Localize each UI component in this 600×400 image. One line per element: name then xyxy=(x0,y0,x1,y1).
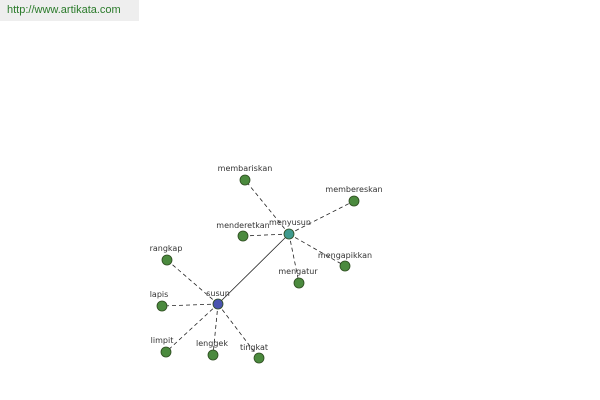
node-lenggek[interactable]: lenggek xyxy=(196,339,228,361)
edge-susun-menyusun xyxy=(217,233,290,305)
node-dot-mengatur xyxy=(293,277,305,289)
edge-menyusun-mengapikkan xyxy=(288,233,346,267)
node-mengatur[interactable]: mengatur xyxy=(278,267,318,289)
node-dot-limpit xyxy=(160,346,172,358)
node-dot-tingkat xyxy=(253,352,265,364)
node-label-mengapikkan: mengapikkan xyxy=(318,251,372,260)
node-label-menderetkan: menderetkan xyxy=(216,221,269,230)
source-url[interactable]: http://www.artikata.com xyxy=(0,0,139,21)
node-mengapikkan[interactable]: mengapikkan xyxy=(318,251,372,272)
edge-susun-lapis xyxy=(161,303,219,307)
node-menyusun[interactable]: menyusun xyxy=(269,218,311,240)
node-label-menyusun: menyusun xyxy=(269,218,311,227)
edge-susun-lenggek xyxy=(212,303,219,356)
node-membereskan[interactable]: membereskan xyxy=(325,185,383,207)
edge-menyusun-menderetkan xyxy=(242,233,290,237)
edge-susun-rangkap xyxy=(166,259,219,305)
node-tingkat[interactable]: tingkat xyxy=(240,343,268,364)
node-dot-membereskan xyxy=(348,195,360,207)
edges-layer xyxy=(161,179,355,359)
node-label-susun: susun xyxy=(206,289,230,298)
node-label-tingkat: tingkat xyxy=(240,343,268,352)
node-dot-lapis xyxy=(156,300,168,312)
node-dot-rangkap xyxy=(161,254,173,266)
nodes-layer: susun menyusun membariskan membereskan m… xyxy=(150,164,383,364)
node-label-mengatur: mengatur xyxy=(278,267,318,276)
edge-susun-tingkat xyxy=(217,303,260,359)
node-label-membariskan: membariskan xyxy=(218,164,273,173)
node-dot-susun xyxy=(212,298,224,310)
node-label-lapis: lapis xyxy=(150,290,169,299)
node-dot-lenggek xyxy=(207,349,219,361)
node-rangkap[interactable]: rangkap xyxy=(150,244,183,266)
edge-susun-limpit xyxy=(165,303,219,353)
node-lapis[interactable]: lapis xyxy=(150,290,169,312)
node-menderetkan[interactable]: menderetkan xyxy=(216,221,270,242)
node-dot-menderetkan xyxy=(237,230,249,242)
node-label-rangkap: rangkap xyxy=(150,244,183,253)
node-dot-menyusun xyxy=(283,228,295,240)
node-label-lenggek: lenggek xyxy=(196,339,228,348)
node-dot-membariskan xyxy=(239,174,251,186)
node-dot-mengapikkan xyxy=(339,260,351,272)
edge-menyusun-mengatur xyxy=(288,233,300,284)
node-membariskan[interactable]: membariskan xyxy=(218,164,273,186)
node-limpit[interactable]: limpit xyxy=(151,336,174,358)
node-susun[interactable]: susun xyxy=(206,289,230,310)
node-label-limpit: limpit xyxy=(151,336,174,345)
node-label-membereskan: membereskan xyxy=(325,185,382,194)
edge-menyusun-membereskan xyxy=(288,200,355,235)
edge-menyusun-membariskan xyxy=(244,179,290,235)
